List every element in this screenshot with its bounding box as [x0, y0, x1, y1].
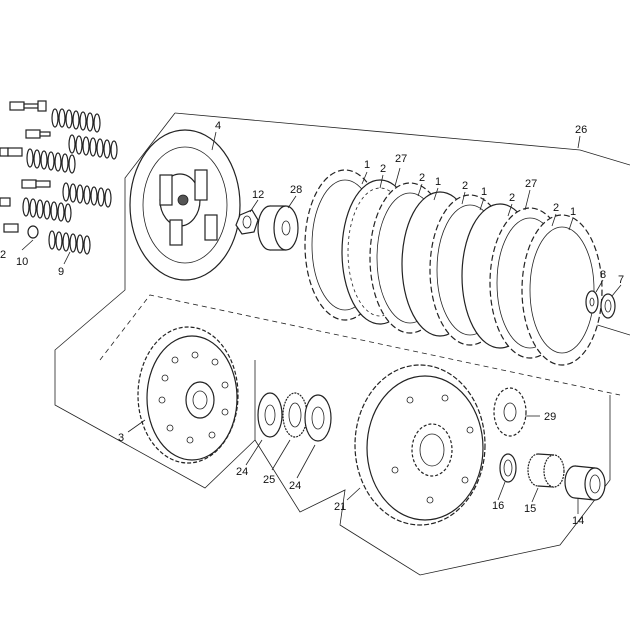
- spacer-24b: [304, 394, 332, 442]
- callout-10: 10: [16, 256, 28, 268]
- needle-bearing-15: [527, 453, 565, 488]
- dashed-guide: [99, 294, 621, 396]
- callout-16: 16: [492, 500, 504, 512]
- callout-2a: 2: [380, 163, 386, 175]
- washer-28: [257, 205, 299, 251]
- clutch-hub: [137, 326, 239, 464]
- nut-12: [235, 209, 259, 235]
- callout-26: 26: [575, 124, 587, 136]
- callout-24b: 24: [289, 480, 301, 492]
- callout-2d: 2: [509, 192, 515, 204]
- callout-27b: 27: [525, 178, 537, 190]
- callout-28: 28: [290, 184, 302, 196]
- clutch-basket: [354, 364, 486, 526]
- needle-bearing-25: [282, 392, 308, 438]
- callout-labels: 4 26 1 2 27 2 1 2 1 2 27 2 1 12 28 8 7 2…: [0, 120, 624, 527]
- callout-8: 8: [600, 269, 606, 281]
- callout-9: 9: [58, 266, 64, 278]
- gear-29: [493, 387, 527, 437]
- spacer-24a: [257, 392, 283, 438]
- callout-15: 15: [524, 503, 536, 515]
- callout-3: 3: [118, 432, 124, 444]
- callout-1b: 1: [435, 176, 441, 188]
- assembly-outline: [174, 112, 630, 166]
- pressure-plate: [129, 129, 241, 281]
- washer-8: [585, 290, 599, 314]
- callout-2c: 2: [462, 180, 468, 192]
- callout-27a: 27: [395, 153, 407, 165]
- callout-24a: 24: [236, 466, 248, 478]
- callout-7: 7: [618, 274, 624, 286]
- callout-29: 29: [544, 411, 556, 423]
- callout-14: 14: [572, 515, 584, 527]
- bolts-and-springs: [0, 100, 118, 255]
- leader-lines: [21, 131, 622, 514]
- clutch-disc-stack: [304, 169, 603, 366]
- callout-1a: 1: [364, 159, 370, 171]
- bearing-7: [600, 293, 616, 319]
- callout-1d: 1: [570, 206, 576, 218]
- circlip-16: [499, 453, 517, 483]
- callout-2b: 2: [419, 172, 425, 184]
- callout-25: 25: [263, 474, 275, 486]
- callout-1c: 1: [481, 186, 487, 198]
- callout-12: 12: [252, 189, 264, 201]
- callout-2e: 2: [553, 202, 559, 214]
- callout-21: 21: [334, 501, 346, 513]
- bushing-14: [564, 465, 606, 501]
- callout-4: 4: [215, 120, 221, 132]
- callout-2-left: 2: [0, 249, 6, 261]
